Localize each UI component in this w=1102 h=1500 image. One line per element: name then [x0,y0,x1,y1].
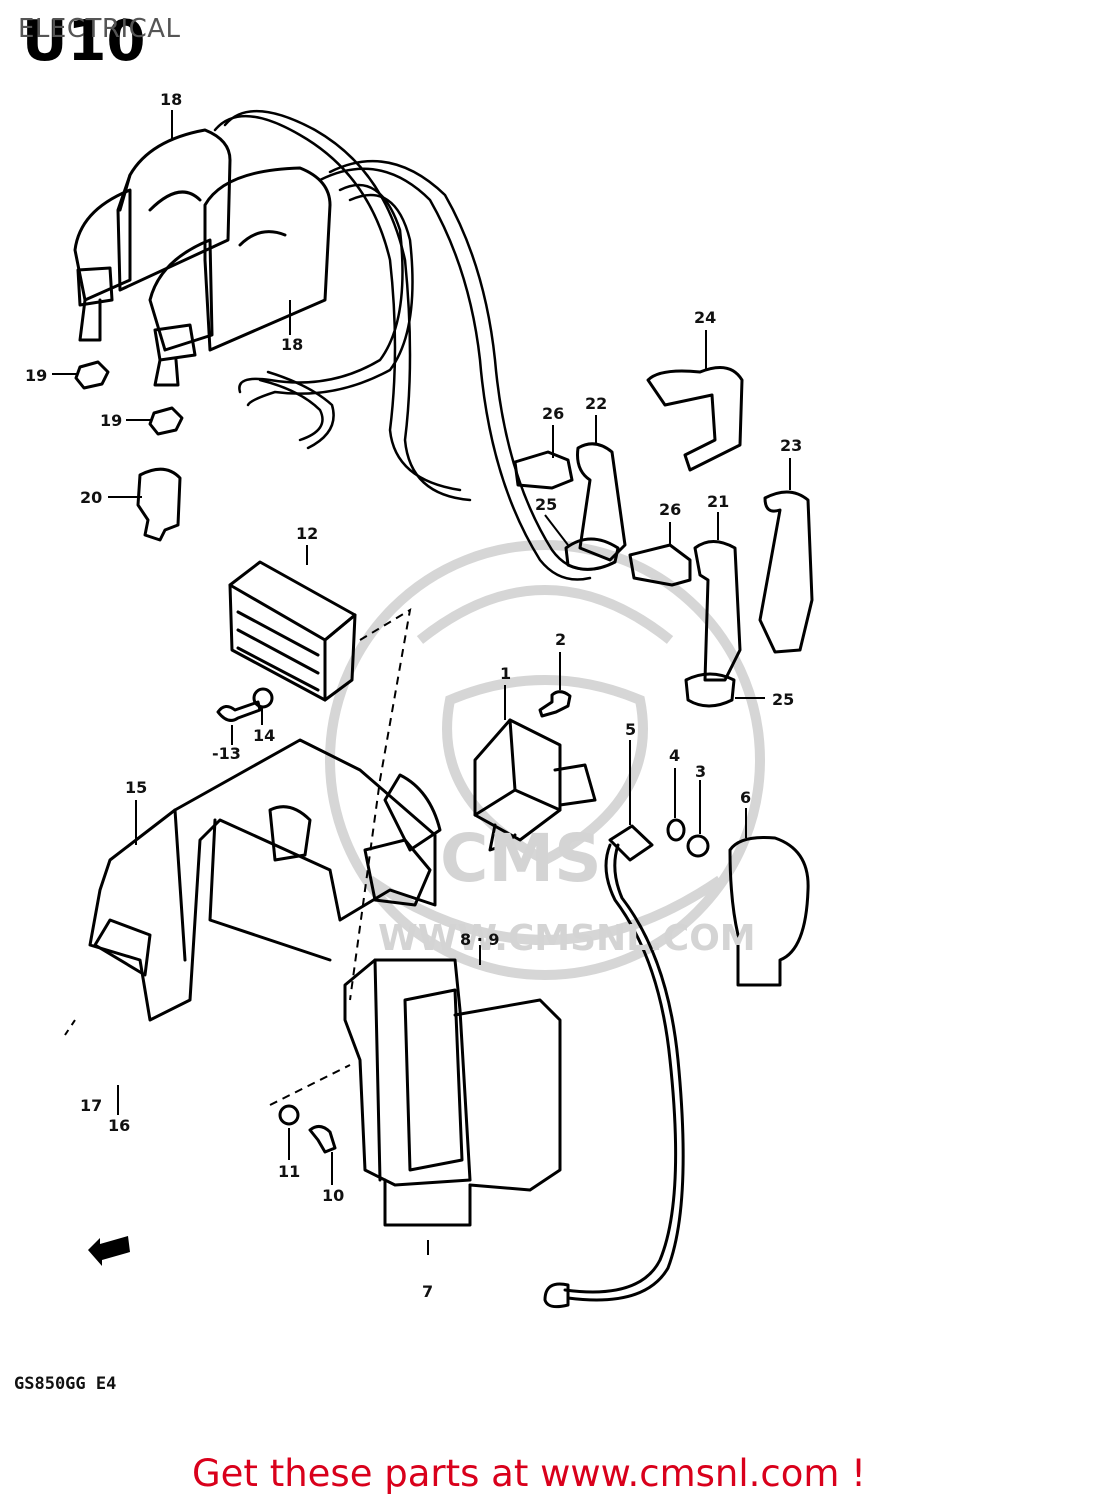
plug-cap-24 [646,366,744,472]
callout-16: 16 [108,1116,131,1135]
washer-11 [278,1104,300,1126]
plug-cap-21 [693,540,742,682]
callout-24: 24 [694,308,717,327]
starter-relay-1 [473,718,597,852]
watermark-logo [325,540,765,980]
ignition-coil-rear [148,166,332,387]
callout-19: 19 [25,366,48,385]
seal-25-lower [684,672,736,708]
terminal-26-upper [513,450,574,490]
callout-7: 7 [422,1282,434,1301]
section-title: ELECTRICAL [18,14,181,44]
plug-cap-22 [576,442,627,562]
regulator-12 [228,560,357,702]
callout-2: 2 [555,630,567,649]
callout-5: 5 [625,720,637,739]
footer-link[interactable]: Get these parts at www.cmsnl.com ! [192,1452,867,1495]
screw-10 [308,1125,337,1154]
callout-18: 18 [281,335,304,354]
screw-2 [538,690,572,718]
model-code: GS850GG E4 [14,1374,117,1394]
callout-1: 1 [500,664,512,683]
callout-13: -13 [212,744,241,763]
plug-cap-23 [758,490,814,654]
watermark-url: WWW.CMSNL.COM [378,918,756,959]
bracket-15 [88,738,442,1022]
callout-25: 25 [772,690,795,709]
callout-8-9: 8 · 9 [460,930,500,949]
callout-15: 15 [125,778,148,797]
callout-17: 17 [80,1096,103,1115]
igniter-unit-7 [343,958,562,1227]
callout-25: 25 [535,495,558,514]
callout-6: 6 [740,788,752,807]
nut-19-lower [148,406,184,436]
callout-12: 12 [296,524,319,543]
front-direction-arrow [88,1236,130,1266]
ignition-coil-front [73,128,232,342]
nut-19-upper [74,360,110,390]
callout-19: 19 [100,411,123,430]
spark-plug-leads [213,109,602,581]
washer-3 [686,834,710,858]
lead-wire-5 [543,824,685,1309]
callout-21: 21 [707,492,730,511]
cover-6 [728,836,810,987]
callout-26: 26 [659,500,682,519]
callout-23: 23 [780,436,803,455]
callout-10: 10 [322,1186,345,1205]
leader-lines [52,110,791,1255]
callout-14: 14 [253,726,276,745]
svg-text:U10: U10 [22,9,145,74]
callout-18: 18 [160,90,183,109]
watermark-brand: CMS [440,820,602,897]
callout-4: 4 [669,746,681,765]
callout-11: 11 [278,1162,301,1181]
callout-22: 22 [585,394,608,413]
clamp-20 [136,467,182,542]
callout-20: 20 [80,488,103,507]
callout-26: 26 [542,404,565,423]
seal-25-upper [564,537,620,571]
washer-14 [252,687,274,709]
callout-3: 3 [695,762,707,781]
screw-13 [216,700,262,722]
page-badge-u10: U10 [22,9,145,74]
nut-4 [666,818,686,842]
